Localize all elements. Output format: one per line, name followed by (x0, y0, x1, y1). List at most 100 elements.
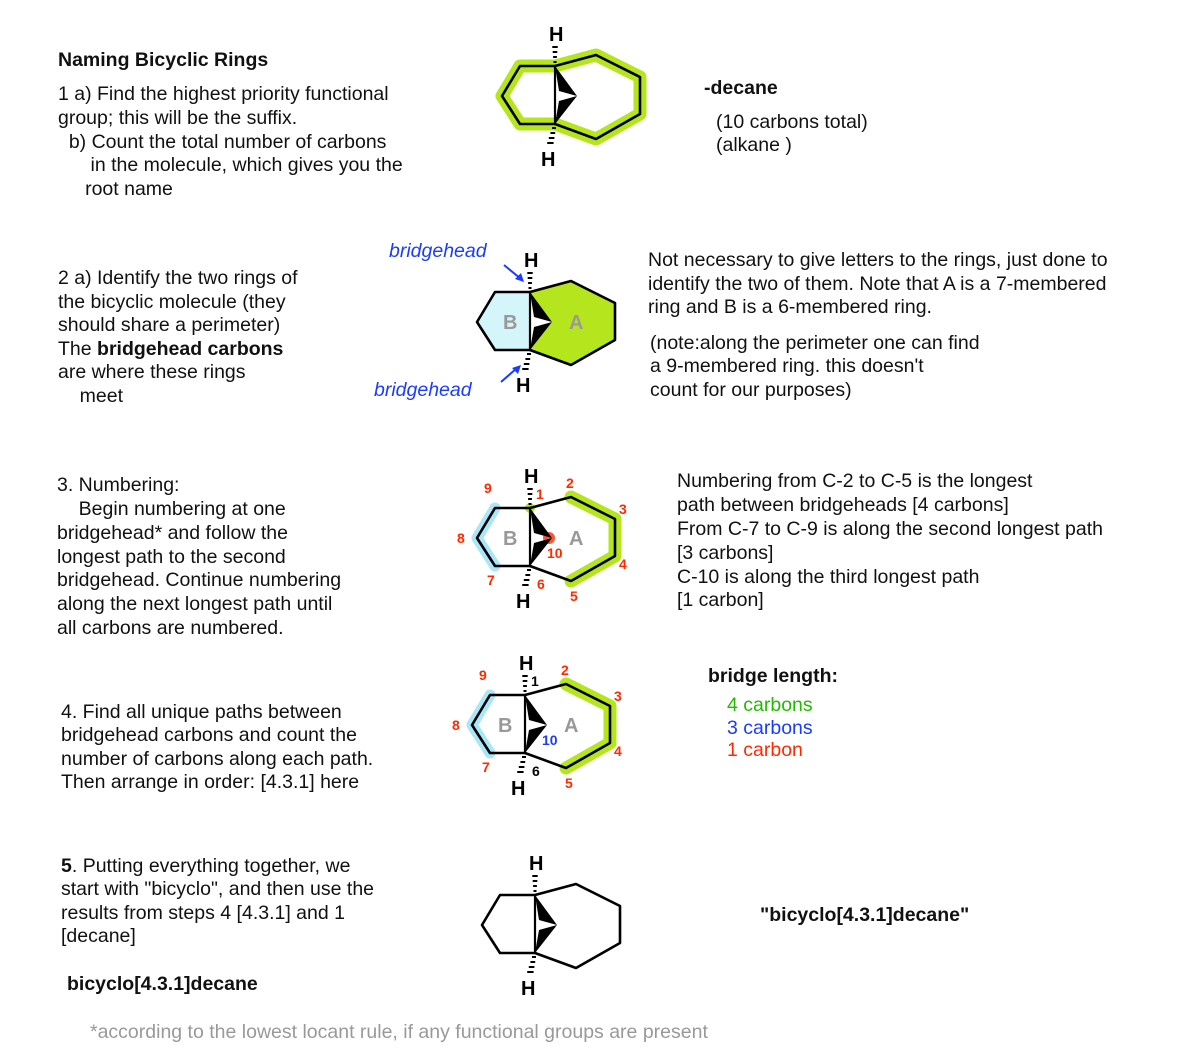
alkane-note: (alkane ) (716, 134, 792, 156)
text-line: [1 carbon] (677, 589, 764, 611)
carbon-number-5: 5 (565, 775, 573, 791)
text-line: 1 a) Find the highest priority functiona… (58, 83, 389, 105)
text-line: 4. Find all unique paths between (61, 701, 342, 723)
carbon-number-9: 9 (484, 480, 492, 496)
text-line: path between bridgeheads [4 carbons] (677, 494, 1009, 516)
carbon-number-8: 8 (457, 530, 465, 546)
wedge-bond (530, 292, 552, 322)
bridge-1-carbon: 1 carbon (727, 739, 803, 761)
page-title: Naming Bicyclic Rings (58, 49, 269, 71)
text-line: Begin numbering at one (57, 498, 286, 520)
text-line: longest path to the second (57, 546, 286, 568)
text-line: bridgehead. Continue numbering (57, 569, 342, 591)
text-line: root name (58, 178, 173, 200)
bridge-3-highlight (466, 689, 496, 759)
text-line: number of carbons along each path. (61, 748, 374, 770)
bridgehead-label-top: bridgehead (389, 240, 487, 262)
carbon-number-2: 2 (566, 475, 574, 491)
arrow-to-bridgehead (500, 367, 518, 383)
text-line: 2 a) Identify the two rings of (58, 267, 298, 289)
text-line: ring and B is a 6-membered ring. (648, 296, 932, 318)
wedge-bond (530, 508, 552, 538)
ring-bond (475, 506, 532, 568)
ring-a-fill (530, 281, 615, 365)
text-line: meet (58, 385, 124, 407)
text-line: [3 carbons] (677, 542, 774, 564)
step-number: 5 (61, 855, 72, 877)
text-line: a 9-membered ring. this doesn't (650, 355, 924, 377)
carbon-number-7: 7 (482, 759, 490, 775)
answer-left: bicyclo[4.3.1]decane (67, 973, 258, 995)
text-line: results from steps 4 [4.3.1] and 1 (61, 902, 345, 924)
carbon-number-4: 4 (619, 556, 627, 572)
carbon-number-1: 1 (531, 673, 539, 689)
text-line: should share a perimeter) (58, 314, 281, 336)
wedge-bond (530, 322, 552, 350)
suffix-label: -decane (704, 77, 778, 99)
text-line: Not necessary to give letters to the rin… (648, 249, 1108, 271)
text-line: The bridgehead carbons (58, 338, 283, 362)
footnote: *according to the lowest locant rule, if… (90, 1021, 708, 1043)
text-line: Then arrange in order: [4.3.1] here (61, 771, 360, 793)
carbon-number-4: 4 (614, 743, 622, 759)
carbon-number-6: 6 (532, 763, 540, 779)
text-line: identify the two of them. Note that A is… (648, 273, 1107, 295)
ring-bond (533, 882, 622, 970)
ring-bond (470, 693, 527, 755)
text-line: From C-7 to C-9 is along the second long… (677, 518, 1103, 540)
carbon-number-6: 6 (537, 576, 545, 592)
bridge-3-highlight (471, 502, 501, 572)
hydrogen-label: H (524, 466, 538, 488)
ring-bond (523, 682, 612, 770)
carbon-number-5: 5 (570, 588, 578, 604)
text-line: (note:along the perimeter one can find (650, 332, 980, 354)
text-line: group; this will be the suffix. (58, 107, 298, 129)
bridge-4-carbons: 4 carbons (727, 694, 813, 716)
text-line: count for our purposes) (650, 379, 852, 401)
text-line: 3. Numbering: (57, 474, 180, 496)
hydrogen-label: H (516, 591, 530, 613)
ring-bond (475, 290, 532, 352)
carbon-number-1: 1 (536, 486, 544, 502)
text-line: b) Count the total number of carbons (58, 131, 387, 153)
carbon-number-7: 7 (487, 572, 495, 588)
carbon-number-2: 2 (561, 662, 569, 678)
carbon-number-10: 10 (547, 545, 563, 561)
text-line: Numbering from C-2 to C-5 is the longest (677, 470, 1033, 492)
text-line: 5. Putting everything together, we (61, 855, 350, 879)
text-line: along the next longest path until (57, 593, 333, 615)
ring-b-label: B (498, 715, 512, 737)
bridge-3-carbons: 3 carbons (727, 717, 813, 739)
wedge-bond (535, 895, 557, 925)
hydrogen-label: H (529, 853, 543, 875)
carbon-number-10: 10 (542, 732, 558, 748)
wedge-bond (535, 925, 557, 953)
molecule-highlighted-perimeter: HH (495, 24, 647, 171)
hydrogen-label: H (516, 375, 530, 397)
wedge-bond (525, 725, 547, 753)
hydrogen-label: H (541, 149, 555, 171)
text-line: bridgehead carbons and count the (61, 724, 357, 746)
bridgehead-carbons-term: bridgehead carbons (97, 338, 284, 360)
arrow-head-icon (515, 273, 524, 282)
carbon-number-3: 3 (614, 688, 622, 704)
hydrogen-label: H (524, 250, 538, 272)
ring-b-label: B (503, 312, 517, 334)
carbon-number-9: 9 (479, 667, 487, 683)
text-line: start with "bicyclo", and then use the (61, 878, 375, 900)
hydrogen-label: H (511, 778, 525, 800)
answer-right: "bicyclo[4.3.1]decane" (760, 904, 970, 926)
text-line: all carbons are numbered. (57, 617, 284, 639)
wedge-bond (530, 538, 552, 566)
text-line: bridgehead* and follow the (57, 522, 288, 544)
text-line: are where these rings (58, 361, 246, 383)
wedge-bond (555, 66, 577, 96)
text-line: C-10 is along the third longest path (677, 566, 980, 588)
wedge-bond (555, 96, 577, 124)
text-span: . Putting everything together, we (71, 855, 351, 877)
text-line: the bicyclic molecule (they (58, 291, 286, 313)
ring-bond (528, 495, 617, 583)
text-line: in the molecule, which gives you the (58, 154, 403, 176)
